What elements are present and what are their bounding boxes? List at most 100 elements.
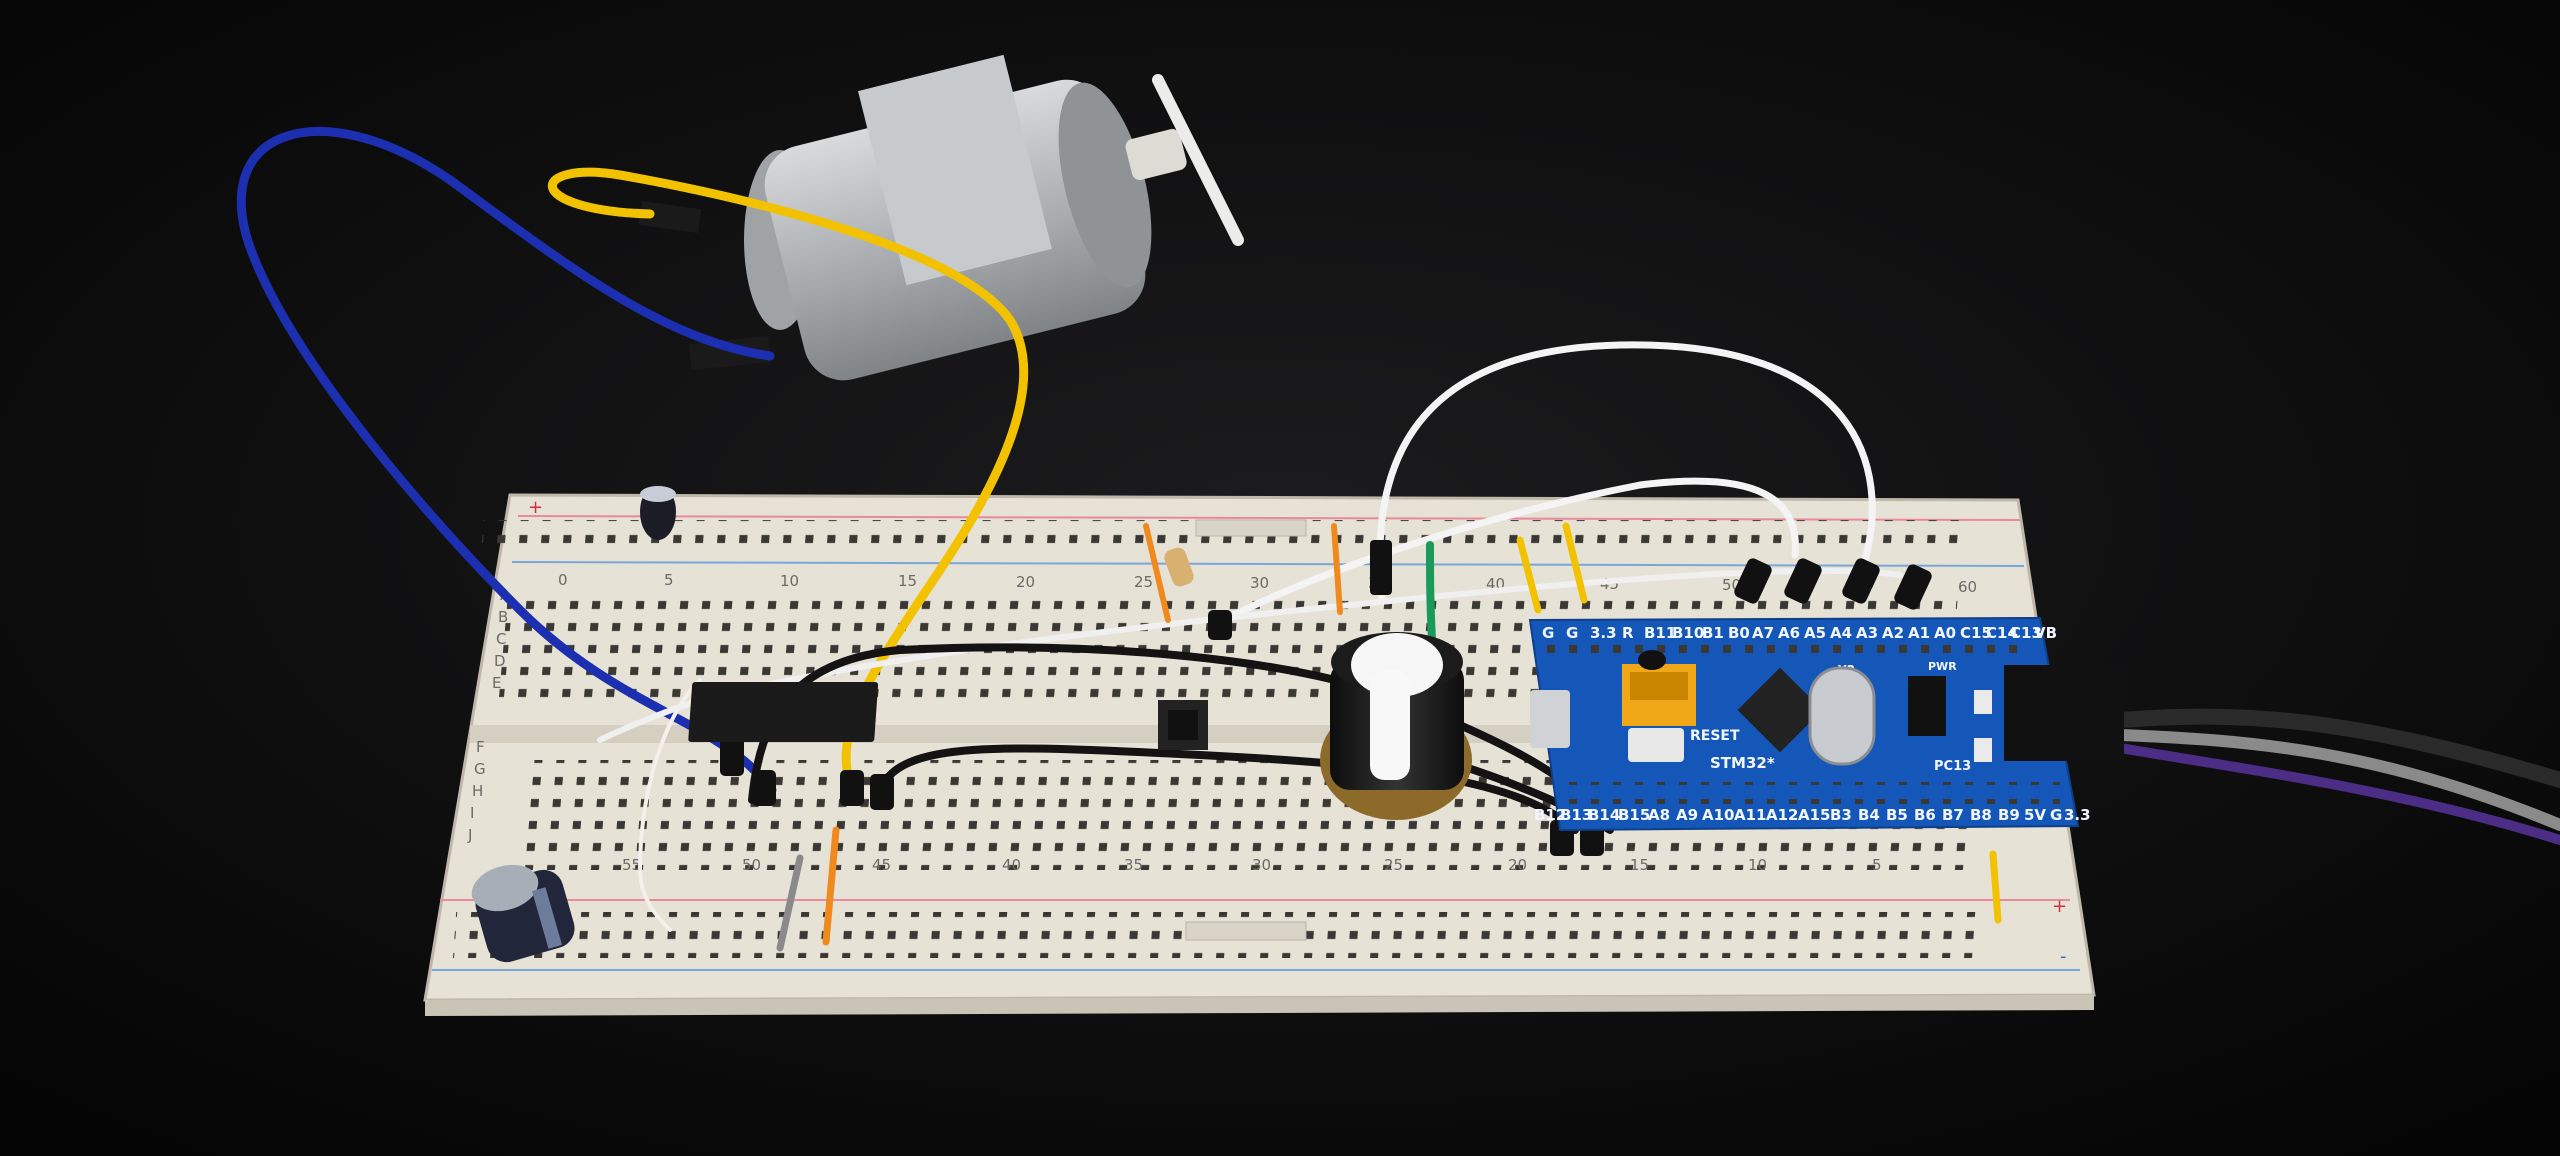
crystal-oscillator (1808, 666, 1876, 766)
svg-text:30: 30 (1252, 856, 1271, 874)
svg-text:25: 25 (1384, 856, 1403, 874)
svg-text:25: 25 (1134, 573, 1153, 591)
svg-text:A0: A0 (1934, 624, 1956, 642)
svg-text:C: C (496, 630, 506, 648)
svg-text:A9: A9 (1676, 806, 1698, 824)
potentiometer (1320, 632, 1472, 820)
svg-text:A3: A3 (1856, 624, 1878, 642)
svg-text:I: I (470, 804, 474, 822)
svg-text:H: H (472, 782, 483, 800)
svg-text:C15: C15 (1960, 624, 1992, 642)
micro-usb-port (1530, 690, 1570, 748)
svg-text:B13: B13 (1560, 806, 1592, 824)
svg-text:B11: B11 (1644, 624, 1676, 642)
svg-text:A10: A10 (1702, 806, 1734, 824)
svg-text:A2: A2 (1882, 624, 1904, 642)
svg-text:35: 35 (1124, 856, 1143, 874)
green-wire (1426, 541, 1436, 644)
resistor (1164, 547, 1194, 587)
push-button (1158, 700, 1208, 750)
svg-text:G: G (1566, 624, 1578, 642)
svg-text:F: F (476, 738, 485, 756)
svg-text:R: R (1622, 624, 1634, 642)
reset-button (1628, 728, 1684, 762)
pwr-label: PWR (1928, 660, 1957, 673)
svg-text:5: 5 (664, 571, 674, 589)
svg-text:B0: B0 (1728, 624, 1750, 642)
svg-text:G: G (2050, 806, 2062, 824)
svg-text:3.3: 3.3 (2064, 806, 2091, 824)
svg-text:15: 15 (898, 572, 917, 590)
svg-text:B9: B9 (1998, 806, 2020, 824)
svg-text:0: 0 (558, 571, 568, 589)
stm32-label: STM32* (1710, 754, 1775, 772)
svg-text:E: E (492, 674, 501, 692)
svg-text:B1: B1 (1702, 624, 1724, 642)
ic-chip (688, 682, 879, 742)
white-wire-loop (1376, 341, 1876, 604)
white-wire-across (1216, 477, 1799, 626)
motor-shaft-coupler (1125, 129, 1187, 180)
svg-text:45: 45 (872, 856, 891, 874)
svg-text:B12: B12 (1534, 806, 1566, 824)
svg-text:A1: A1 (1908, 624, 1930, 642)
svg-text:B: B (498, 608, 508, 626)
svg-text:B7: B7 (1942, 806, 1964, 824)
svg-text:B8: B8 (1970, 806, 1992, 824)
row-letters-bottom: F G H I J (467, 738, 486, 844)
svg-text:C14: C14 (1986, 624, 2018, 642)
pc13-label: PC13 (1934, 759, 1971, 774)
svg-text:A15: A15 (1798, 806, 1830, 824)
motor-propeller (1152, 74, 1244, 246)
svg-text:C13: C13 (2010, 624, 2042, 642)
svg-text:B14: B14 (1588, 806, 1620, 824)
svg-text:5V: 5V (2024, 806, 2046, 824)
svg-text:50: 50 (742, 856, 761, 874)
svg-text:A6: A6 (1778, 624, 1800, 642)
svg-text:B4: B4 (1858, 806, 1880, 824)
svg-text:A7: A7 (1752, 624, 1774, 642)
svg-text:B15: B15 (1618, 806, 1650, 824)
bottom-pin-labels: B12 B13 B14 B15 A8 A9 A10 A11 A12 A15 B3… (1534, 806, 2091, 824)
svg-text:20: 20 (1508, 856, 1527, 874)
top-pin-labels: G G 3.3 R B11 B10 B1 B0 A7 A6 A5 A4 A3 A… (1542, 624, 2057, 642)
svg-text:20: 20 (1016, 573, 1035, 591)
svg-text:A11: A11 (1734, 806, 1766, 824)
large-capacitor (471, 864, 575, 963)
swd-header (2004, 665, 2124, 761)
svg-text:B3: B3 (1830, 806, 1852, 824)
svg-text:10: 10 (780, 572, 799, 590)
reset-label: RESET (1690, 728, 1740, 744)
svg-text:J: J (467, 826, 472, 844)
svg-text:15: 15 (1630, 856, 1649, 874)
svg-text:VB: VB (2034, 624, 2057, 642)
svg-text:A5: A5 (1804, 624, 1826, 642)
svg-text:B6: B6 (1914, 806, 1936, 824)
dc-motor (638, 54, 1244, 381)
small-capacitor (640, 484, 676, 540)
svg-text:3.3: 3.3 (1590, 624, 1617, 642)
boot-jumper-block (1622, 650, 1696, 726)
blue-wire (236, 127, 777, 795)
svg-text:30: 30 (1250, 574, 1269, 592)
rail-plus-bottom: + (2052, 896, 2067, 917)
svg-text:10: 10 (1748, 856, 1767, 874)
svg-text:G: G (1542, 624, 1554, 642)
column-numbers-bottom: 55 50 45 40 35 30 25 20 15 10 5 (622, 856, 1882, 874)
rail-minus-bottom: - (2060, 946, 2067, 967)
svg-text:B5: B5 (1886, 806, 1908, 824)
svg-text:D: D (494, 652, 506, 670)
stm32-board: G G 3.3 R B11 B10 B1 B0 A7 A6 A5 A4 A3 A… (1528, 616, 2124, 832)
svg-text:40: 40 (1002, 856, 1021, 874)
svg-text:5: 5 (1872, 856, 1882, 874)
svg-text:55: 55 (622, 856, 641, 874)
svg-text:A12: A12 (1766, 806, 1798, 824)
svg-text:A8: A8 (1648, 806, 1670, 824)
usb-programmer-cable (2112, 708, 2560, 788)
svg-text:60: 60 (1958, 578, 1977, 596)
svg-text:G: G (474, 760, 486, 778)
jumper-plugs (720, 540, 1932, 856)
svg-text:B10: B10 (1672, 624, 1704, 642)
black-wire-lower (876, 744, 1579, 834)
